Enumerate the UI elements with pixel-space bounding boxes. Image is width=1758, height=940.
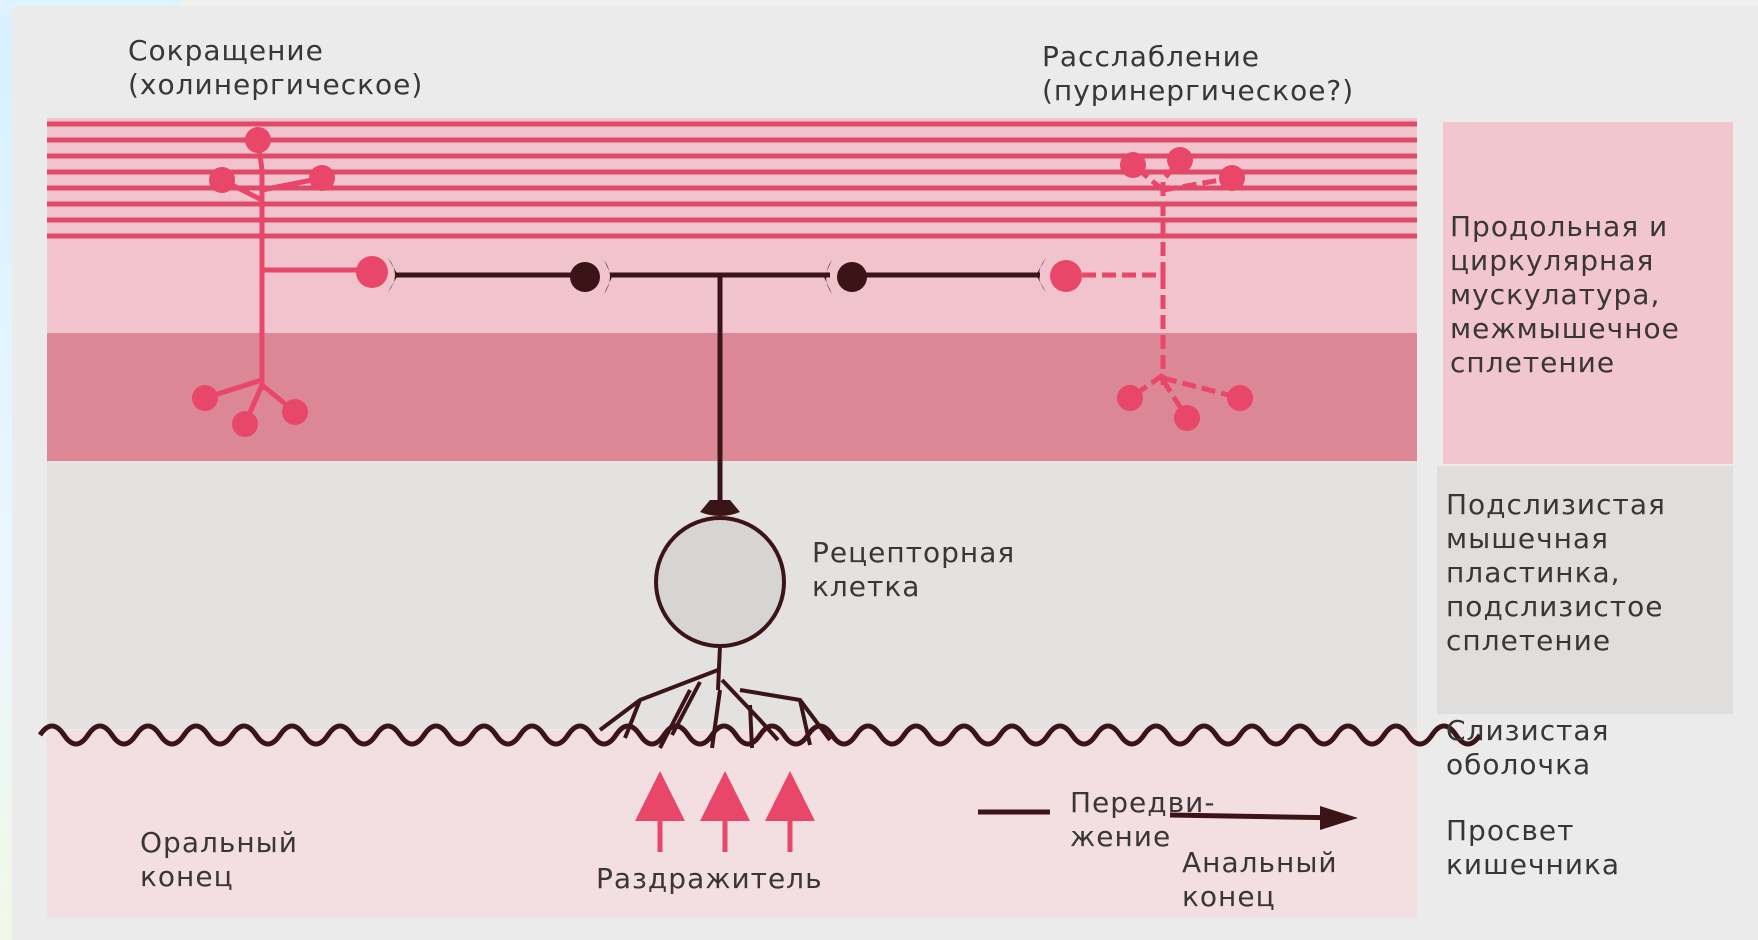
excitatory-neuron-body (356, 256, 388, 288)
inhibitory-neuron-body (1050, 260, 1082, 292)
excitatory-terminal (245, 127, 271, 153)
contraction-label: Сокращение (холинергическое) (128, 34, 423, 102)
excitatory-terminal (309, 165, 335, 191)
legend-muscle-label: Продольная и циркулярная мускулатура, ме… (1450, 210, 1680, 380)
legend-lumen-line-2: кишечника (1446, 848, 1620, 882)
legend-submucosa-label: Подслизистая мышечная пластинка, подслиз… (1446, 488, 1666, 658)
legend-lumen-line-1: Просвет (1446, 814, 1620, 848)
contraction-title: Сокращение (128, 34, 423, 68)
inhibitory-terminal (1120, 152, 1146, 178)
relaxation-label: Расслабление (пуринергическое?) (1042, 40, 1354, 108)
relaxation-title: Расслабление (1042, 40, 1354, 74)
excitatory-terminal (232, 411, 258, 437)
inhibitory-terminal (1167, 147, 1193, 173)
excitatory-terminal (192, 385, 218, 411)
legend-lumen-label: Просвет кишечника (1446, 814, 1620, 882)
anal-end-label: Анальный конец (1182, 846, 1338, 914)
inhibitory-terminal (1174, 405, 1200, 431)
receptor-cell-body (656, 518, 784, 646)
legend-muscle-line-5: сплетение (1450, 346, 1680, 380)
inhibitory-terminal (1117, 385, 1143, 411)
legend-submucosa-line-1: Подслизистая (1446, 488, 1666, 522)
legend-mucosa-line-2: оболочка (1446, 748, 1609, 782)
movement-label: Передви- жение (1070, 786, 1215, 854)
receptor-cell-line-1: Рецепторная (812, 536, 1015, 570)
receptor-cell-label: Рецепторная клетка (812, 536, 1015, 604)
oral-end-label: Оральный конец (140, 826, 298, 894)
relaxation-subtitle: (пуринергическое?) (1042, 74, 1354, 108)
contraction-subtitle: (холинергическое) (128, 68, 423, 102)
legend-muscle-line-3: мускулатура, (1450, 278, 1680, 312)
legend-muscle-line-4: межмышечное (1450, 312, 1680, 346)
anal-end-line-1: Анальный (1182, 846, 1338, 880)
inhibitory-terminal (1219, 165, 1245, 191)
legend-submucosa-line-4: подслизистое (1446, 590, 1666, 624)
legend-submucosa-line-5: сплетение (1446, 624, 1666, 658)
anal-end-line-2: конец (1182, 880, 1338, 914)
movement-line-1: Передви- (1070, 786, 1215, 820)
inhibitory-terminal (1227, 385, 1253, 411)
legend-muscle-line-2: циркулярная (1450, 244, 1680, 278)
legend-mucosa-line-1: Слизистая (1446, 714, 1609, 748)
excitatory-terminal (209, 167, 235, 193)
excitatory-terminal (282, 399, 308, 425)
oral-end-line-2: конец (140, 860, 298, 894)
legend-submucosa-line-3: пластинка, (1446, 556, 1666, 590)
receptor-cell-line-2: клетка (812, 570, 1015, 604)
legend-mucosa-label: Слизистая оболочка (1446, 714, 1609, 782)
plexus-layer (47, 333, 1417, 461)
oral-end-line-1: Оральный (140, 826, 298, 860)
legend-muscle-line-1: Продольная и (1450, 210, 1680, 244)
legend-submucosa-line-2: мышечная (1446, 522, 1666, 556)
stimulus-label: Раздражитель (596, 862, 823, 896)
